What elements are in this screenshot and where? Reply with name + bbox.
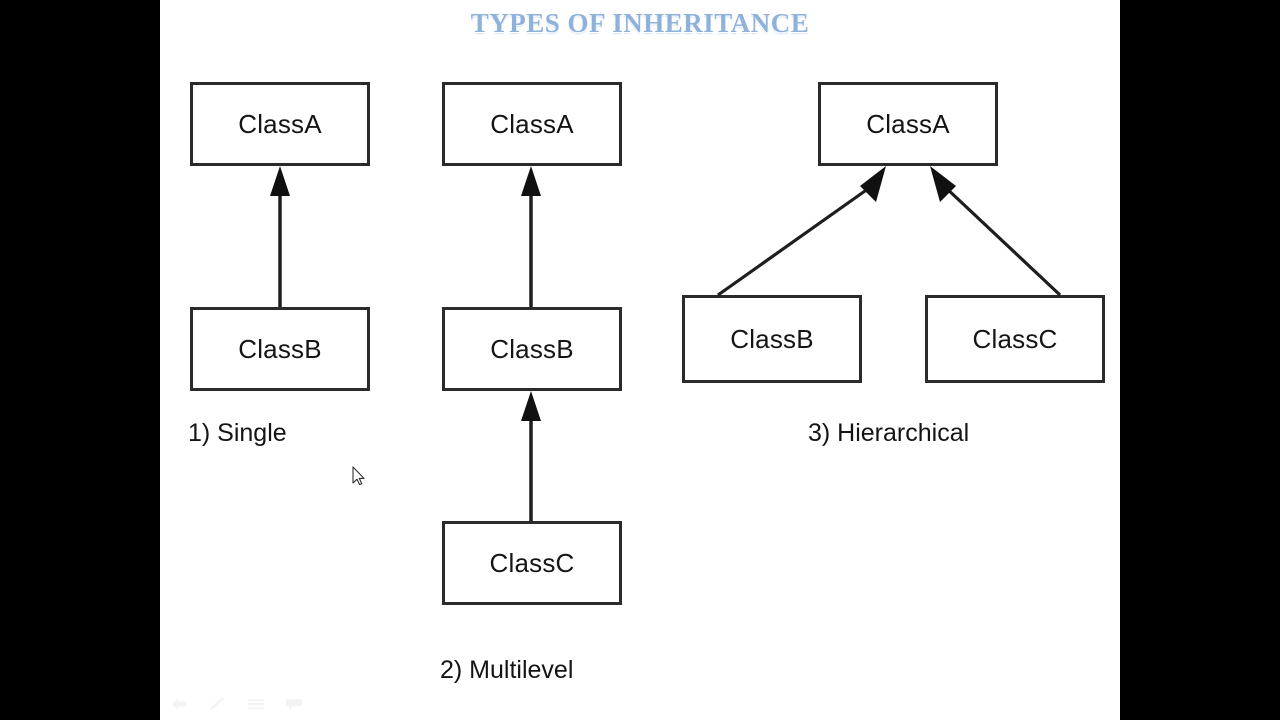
letterbox-bar-left bbox=[0, 0, 160, 720]
menu-lines-icon[interactable] bbox=[246, 696, 266, 712]
single-classb-box[interactable]: ClassB bbox=[190, 307, 370, 391]
hierarchical-classc-box[interactable]: ClassC bbox=[925, 295, 1105, 383]
multilevel-classa-box[interactable]: ClassA bbox=[442, 82, 622, 166]
multilevel-classb-box[interactable]: ClassB bbox=[442, 307, 622, 391]
hierarchical-classa-box[interactable]: ClassA bbox=[818, 82, 998, 166]
arrow-hierarchical-c-to-a bbox=[930, 166, 1062, 297]
hierarchical-classb-box[interactable]: ClassB bbox=[682, 295, 862, 383]
arrow-hierarchical-b-to-a bbox=[717, 166, 886, 297]
multilevel-caption: 2) Multilevel bbox=[440, 656, 574, 684]
arrow-multilevel-c-to-b bbox=[521, 391, 541, 521]
slide-shape-icon[interactable] bbox=[284, 696, 304, 712]
page-title: TYPES OF INHERITANCE bbox=[470, 8, 810, 38]
back-arrow-icon[interactable] bbox=[170, 696, 190, 712]
letterbox-bar-right bbox=[1120, 0, 1280, 720]
multilevel-classc-box[interactable]: ClassC bbox=[442, 521, 622, 605]
presentation-toolbar[interactable] bbox=[170, 696, 304, 712]
arrow-multilevel-b-to-a bbox=[521, 166, 541, 307]
pen-icon[interactable] bbox=[208, 696, 228, 712]
single-caption: 1) Single bbox=[188, 419, 287, 447]
hierarchical-caption: 3) Hierarchical bbox=[808, 419, 970, 447]
mouse-cursor bbox=[352, 466, 365, 486]
slide-canvas: TYPES OF INHERITANCE ClassA ClassB 1) Si… bbox=[160, 0, 1120, 720]
single-classa-box[interactable]: ClassA bbox=[190, 82, 370, 166]
arrow-single-b-to-a bbox=[270, 166, 290, 307]
